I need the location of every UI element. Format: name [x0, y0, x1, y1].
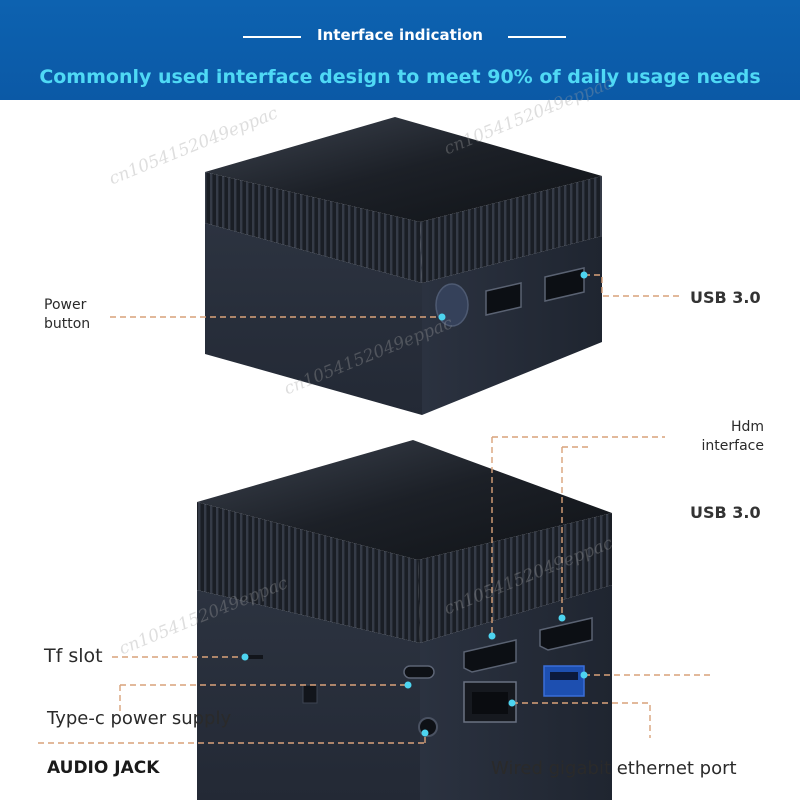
device-top — [205, 117, 602, 415]
tf-slot-label: Tf slot — [44, 645, 103, 667]
type-c-port-icon — [403, 665, 435, 679]
usb-port-icon — [485, 282, 522, 316]
header-banner: Interface indication Commonly used inter… — [0, 0, 800, 100]
hdmi-label: Hdm interface — [692, 418, 764, 456]
device-bottom — [197, 440, 612, 800]
leader-lines — [38, 274, 712, 744]
ethernet-label: Wired gigabit ethernet port — [491, 758, 737, 779]
hdmi-port-icon — [463, 639, 517, 673]
usb-bottom-label: USB 3.0 — [690, 503, 761, 522]
hdmi-label-line2: interface — [701, 438, 764, 454]
anchor-dots — [241, 271, 588, 737]
usb-top-label: USB 3.0 — [690, 288, 761, 307]
header-title: Interface indication — [317, 26, 483, 44]
power-button-label-line2: button — [44, 316, 91, 332]
usb-port-icon — [544, 267, 585, 302]
tf-slot-icon — [245, 655, 263, 659]
side-port-icon — [302, 684, 318, 704]
power-button-label-line1: Power — [44, 297, 87, 313]
hdmi-port-icon — [539, 617, 593, 651]
audio-jack-label: AUDIO JACK — [47, 758, 160, 778]
power-button-label: Power button — [44, 296, 90, 334]
title-rule-right — [508, 36, 566, 38]
usb3-port-icon — [543, 665, 585, 697]
title-rule-left — [243, 36, 301, 38]
type-c-label: Type-c power supply — [47, 708, 232, 729]
hdmi-label-line1: Hdm — [730, 419, 764, 435]
header-subtitle: Commonly used interface design to meet 9… — [39, 66, 761, 88]
